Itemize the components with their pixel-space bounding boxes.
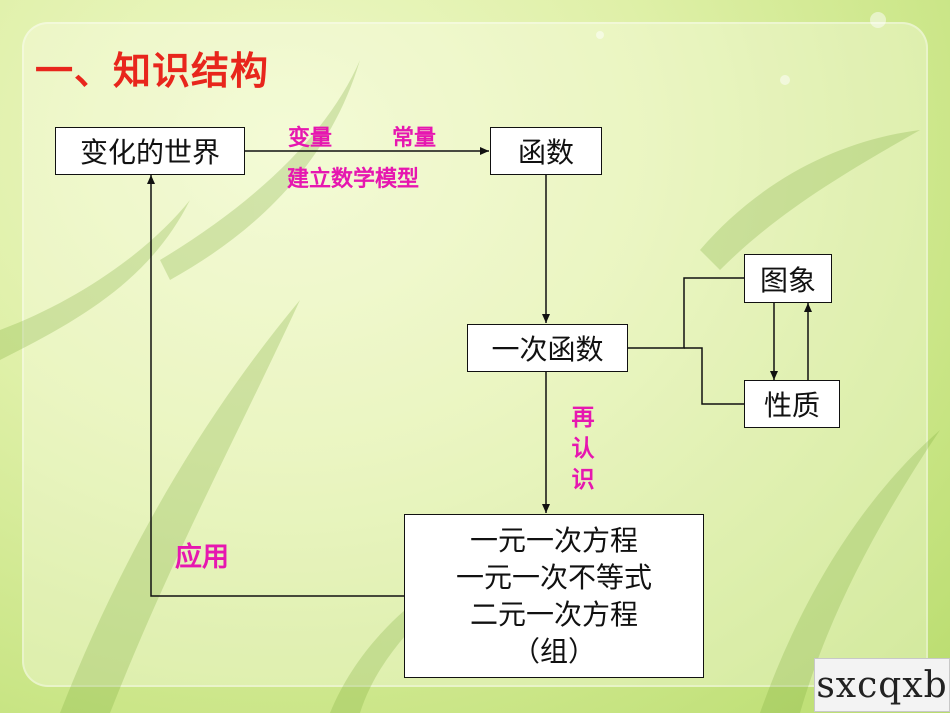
label-variable: 变量 xyxy=(288,126,333,151)
label-recognize: 再认识 xyxy=(571,405,595,493)
node-linear-function: 一次函数 xyxy=(467,324,628,372)
application-item: 一元一次方程 xyxy=(469,524,638,557)
arrow-applications-to-world xyxy=(147,175,404,597)
label-apply: 应用 xyxy=(175,542,229,573)
line-linear-to-property xyxy=(684,347,744,405)
page-title: 一、知识结构 xyxy=(35,49,270,93)
node-applications: 一元一次方程 一元一次不等式 二元一次方程 （组） xyxy=(404,514,704,678)
application-item: （组） xyxy=(511,635,596,668)
watermark-stamp: sxcqxb xyxy=(814,658,950,712)
label-build-model: 建立数学模型 xyxy=(287,167,420,192)
application-item: 一元一次不等式 xyxy=(455,561,652,594)
label-constant: 常量 xyxy=(392,126,437,151)
node-graph: 图象 xyxy=(744,254,832,303)
node-changing-world: 变化的世界 xyxy=(55,127,245,175)
node-function: 函数 xyxy=(490,127,602,175)
application-item: 二元一次方程 xyxy=(469,598,638,631)
node-property: 性质 xyxy=(744,380,840,428)
line-linear-to-graph xyxy=(628,277,744,349)
